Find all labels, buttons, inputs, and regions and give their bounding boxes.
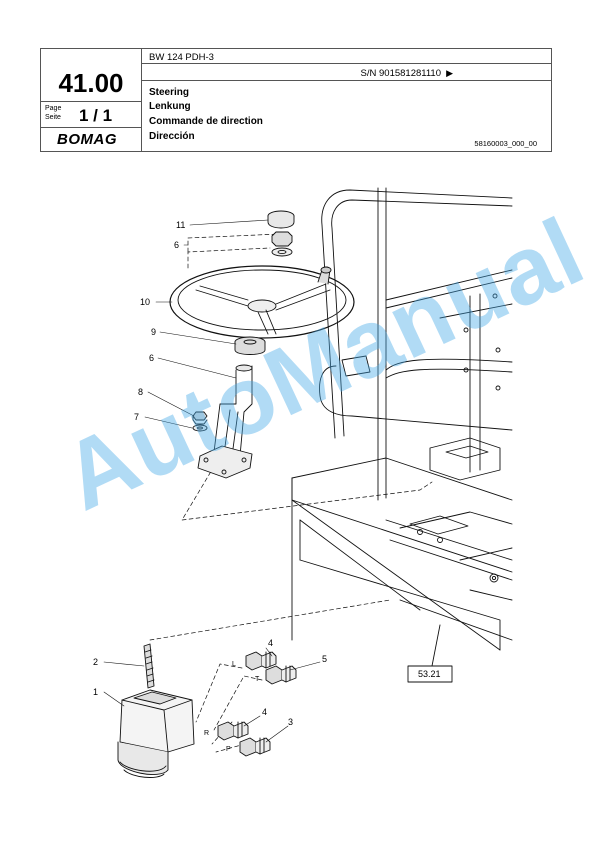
title-de: Lenkung (149, 101, 191, 112)
title-es: Dirección (149, 131, 195, 142)
leader-lines (103, 219, 321, 743)
small-washer (192, 424, 208, 432)
model-name: BW 124 PDH-3 (149, 52, 214, 63)
callout-3: 3 (288, 717, 293, 727)
callout-10: 10 (140, 297, 150, 307)
callout-6: 6 (174, 240, 179, 250)
steering-column (197, 364, 253, 479)
callout-4: 4 (262, 707, 267, 717)
callout-2: 2 (93, 657, 98, 667)
port-label-L: L (232, 661, 236, 668)
fitting-part (245, 651, 277, 671)
callout-9: 9 (151, 327, 156, 337)
title-block: BW 124 PDH-3 S/N 901581281110 ▶ 41.00 Pa… (40, 48, 552, 152)
brand-logo: BOMAG (57, 131, 117, 148)
play-arrow-icon: ▶ (446, 68, 453, 78)
cap-part (267, 210, 295, 229)
callout-5: 5 (322, 654, 327, 664)
port-label-P: P (226, 746, 231, 753)
fitting-part (239, 737, 271, 757)
title-block-rule (41, 101, 141, 102)
title-block-rule (41, 127, 141, 128)
assembly-lines (149, 233, 433, 753)
title-block-rule (141, 80, 552, 81)
fitting-part (265, 665, 297, 685)
callout-4: 4 (268, 638, 273, 648)
section-number: 41.00 (58, 68, 124, 98)
callout-7: 7 (134, 412, 139, 422)
title-fr: Commande de direction (149, 116, 263, 127)
callout-11: 11 (176, 220, 185, 230)
page-label: Seite (45, 114, 61, 121)
title-block-rule (141, 63, 552, 64)
port-label-T: T (255, 676, 260, 683)
callout-1: 1 (93, 687, 98, 697)
port-label-R: R (204, 730, 209, 737)
machine-frame (291, 187, 513, 667)
small-nut (192, 411, 208, 425)
fitting-part (217, 721, 249, 741)
steering-valve (117, 689, 195, 778)
serial-number: S/N 901581281110 (360, 68, 441, 79)
page-value: 1 / 1 (79, 106, 113, 125)
steering-wheel (169, 265, 355, 339)
callout-6: 6 (149, 353, 154, 363)
page-label: Page (45, 105, 62, 112)
title-block-divider (141, 49, 142, 152)
callout-labels: 11 6 10 9 6 8 7 2 1 4 5 4 3 L T R P (93, 220, 327, 753)
drawing-number: 58160003_000_00 (474, 139, 537, 148)
reference-box: 53.21 (407, 665, 453, 683)
callout-8: 8 (138, 387, 143, 397)
title-en: Steering (149, 87, 190, 98)
stud-part (143, 643, 155, 689)
nut-part (271, 231, 293, 257)
reference-number: 53.21 (418, 669, 441, 679)
bushing-part (234, 336, 266, 355)
